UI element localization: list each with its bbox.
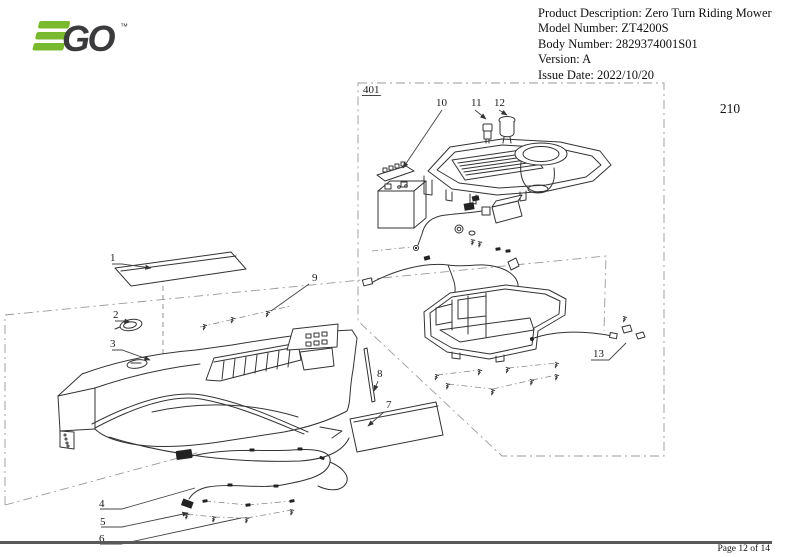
callout-label-8: 8: [377, 368, 383, 380]
section-number: 210: [719, 101, 741, 116]
callout-label-7: 7: [386, 399, 392, 411]
part-12-key-switch: [498, 116, 516, 144]
callout-label-9: 9: [312, 272, 318, 284]
group-boundaries: [4, 82, 665, 519]
part-8-rod: [363, 347, 376, 403]
version-line: Version: A: [538, 52, 592, 67]
part-5-clips: [202, 499, 295, 507]
part-2-cap: [114, 318, 143, 332]
callout-label-5: 5: [100, 516, 106, 528]
part-6-screws: [183, 509, 295, 525]
storage-tub: [423, 284, 567, 363]
callout-label-3: 3: [110, 338, 116, 350]
ego-logo: GO ™: [32, 18, 128, 59]
console-top-panel: [423, 116, 612, 205]
callout-label-10: 10: [436, 97, 448, 109]
page-number-label: Page 12 of 14: [717, 544, 770, 554]
group-plane-bottom-edge: [4, 451, 201, 506]
callout-label-12: 12: [494, 97, 505, 109]
ego-logo-tm: ™: [120, 22, 128, 31]
tub-screws: [432, 361, 560, 397]
ego-logo-e-bars: [32, 21, 71, 51]
footer-bar: [0, 541, 772, 544]
issue-date-line: Issue Date: 2022/10/20: [538, 67, 654, 82]
callout-label-13: 13: [593, 348, 605, 360]
relay-and-mid-harness: [413, 194, 523, 253]
product-description-line: Product Description: Zero Turn Riding Mo…: [538, 6, 772, 20]
callout-label-11: 11: [471, 97, 482, 109]
model-number-line: Model Number: ZT4200S: [538, 21, 669, 36]
part-7-panel: [349, 401, 444, 453]
group-box-401: [357, 82, 665, 457]
product-info-block: Product Description: Zero Turn Riding Mo…: [538, 6, 788, 83]
ego-logo-go-text: GO: [62, 18, 116, 59]
callout-label-2: 2: [113, 309, 119, 321]
callout-label-401: 401: [363, 84, 380, 96]
group-plane-body: [4, 255, 607, 505]
callout-leader-lines: [100, 109, 627, 545]
part-11-switch: [482, 123, 493, 144]
part-9-screws: [200, 310, 271, 332]
part-13-latch: [530, 315, 646, 341]
part-1-top-panel: [114, 251, 247, 287]
part-3-fender-body: [57, 323, 358, 462]
callout-label-6: 6: [99, 533, 105, 545]
part-4-harness: [175, 447, 348, 509]
callout-label-4: 4: [99, 498, 105, 510]
battery-and-terminal-strip: [376, 161, 427, 229]
callout-label-1: 1: [110, 252, 116, 264]
body-number-line: Body Number: 2829374001S01: [538, 36, 698, 51]
